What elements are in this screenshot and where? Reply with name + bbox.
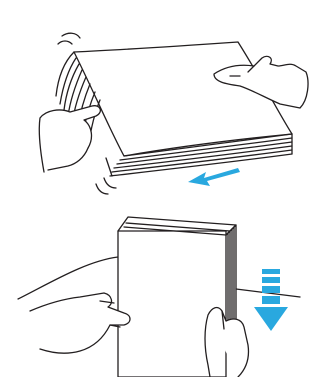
direction-arrow <box>188 168 240 186</box>
tap-down-arrow <box>254 269 288 331</box>
step-fan-paper <box>0 0 320 200</box>
tap-stack-drawing <box>0 205 320 377</box>
step-tap-stack <box>0 205 320 377</box>
fan-paper-drawing <box>0 0 320 200</box>
left-hand <box>39 106 100 172</box>
paper-stack-front <box>118 231 226 377</box>
left-hand-holding <box>30 293 130 353</box>
